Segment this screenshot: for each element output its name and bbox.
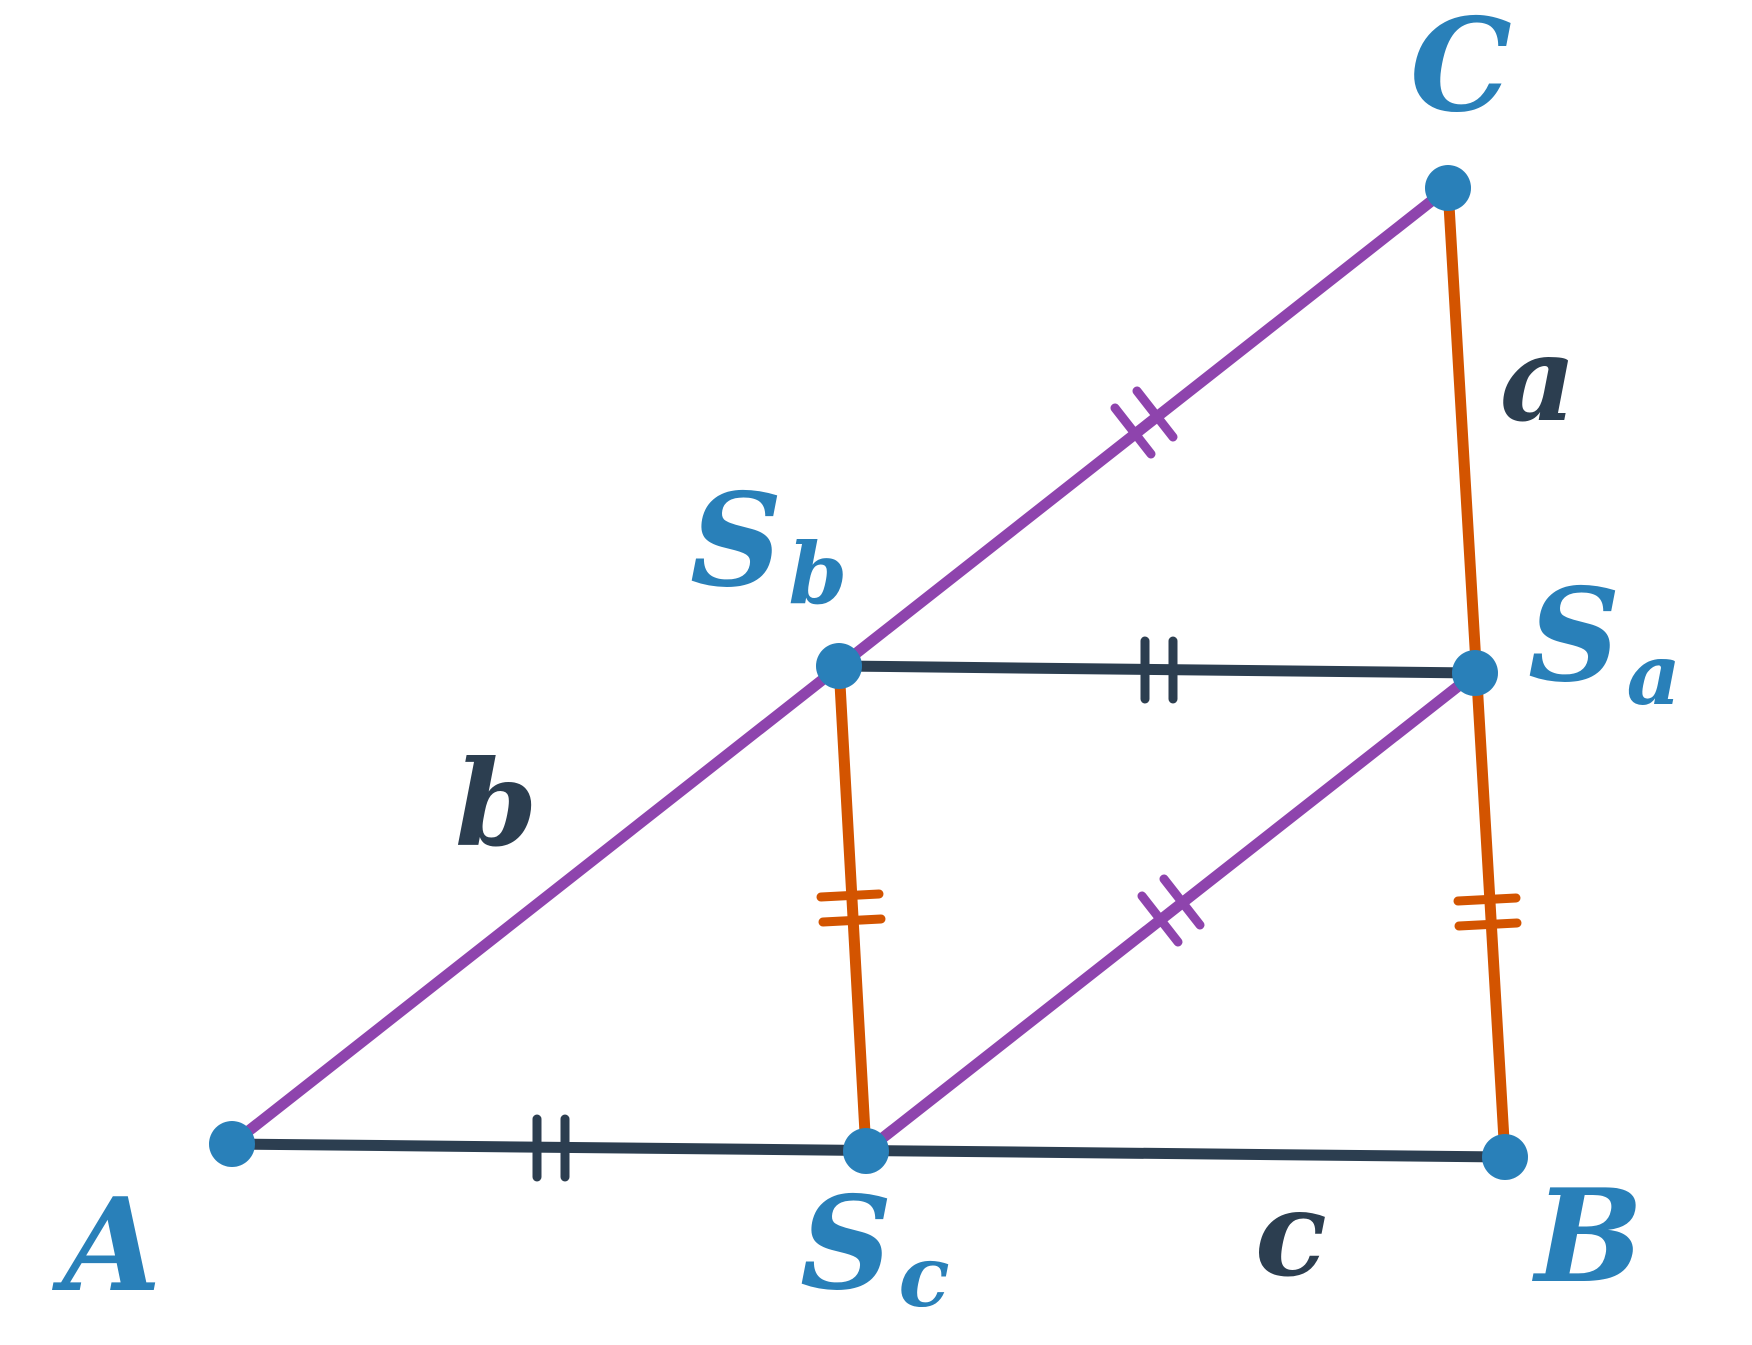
label-Sc-main: S: [800, 1169, 892, 1319]
tick-mark-Sa-B: [1453, 893, 1522, 931]
point-Sb: [816, 643, 862, 689]
point-B: [1482, 1134, 1528, 1180]
label-Sc-sub: c: [898, 1227, 949, 1326]
points: [209, 165, 1528, 1180]
point-Sc: [843, 1128, 889, 1174]
point-A: [209, 1121, 255, 1167]
segment-Sb-Sa: [833, 660, 1481, 679]
label-Sb-main: S: [690, 466, 782, 616]
tick-mark-A-Sc: [532, 1114, 570, 1182]
tick-mark-Sc-Sa: [1137, 874, 1205, 947]
label-side-a: a: [1500, 309, 1576, 448]
label-Sa-sub: a: [1626, 625, 1680, 724]
tick-mark-Sb-C: [1110, 386, 1178, 459]
segments: [226, 182, 1511, 1163]
label-Sb-sub: b: [788, 524, 847, 623]
segment-Sc-Sa: [860, 667, 1481, 1157]
tick-mark-Sb-Sa: [1140, 636, 1178, 704]
label-side-c: c: [1255, 1164, 1327, 1303]
tick-mark-Sb-Sc: [816, 889, 886, 927]
label-B: B: [1532, 1162, 1643, 1312]
tick-marks: [532, 386, 1522, 1182]
point-Sa: [1452, 650, 1498, 696]
label-side-b: b: [455, 734, 538, 873]
label-A: A: [52, 1171, 161, 1321]
segment-Sb-Sc: [833, 660, 872, 1157]
label-Sa-main: S: [1528, 561, 1620, 711]
label-Sb: Sb: [690, 466, 847, 623]
label-C: C: [1410, 0, 1512, 141]
point-C: [1425, 165, 1471, 211]
label-Sc: Sc: [800, 1169, 950, 1326]
label-Sa: Sa: [1528, 561, 1681, 724]
